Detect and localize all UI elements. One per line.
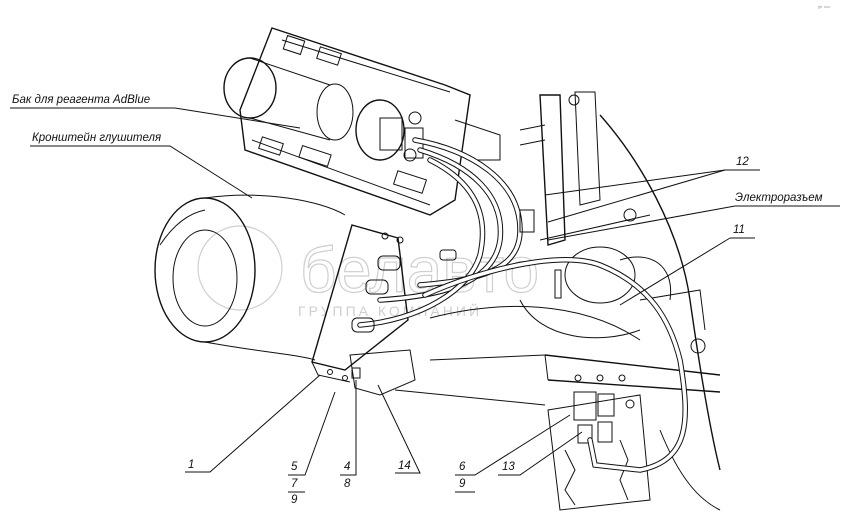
callout-item-9b: 9 (459, 478, 466, 490)
callout-item-9: 9 (291, 494, 298, 506)
callout-connector: Электроразъем (735, 192, 823, 204)
callout-item-12: 12 (736, 156, 749, 168)
muffler (154, 194, 346, 361)
callout-item-13: 13 (502, 461, 515, 473)
callout-item-8: 8 (344, 478, 351, 490)
muffler-bracket (311, 224, 416, 396)
hoses (351, 137, 688, 473)
callout-item-7: 7 (291, 478, 298, 490)
adblue-tank (223, 27, 501, 216)
callout-item-6: 6 (459, 461, 466, 473)
callout-adblue-tank: Бак для реагента AdBlue (12, 94, 150, 106)
dosing-module (547, 391, 651, 511)
callout-item-14: 14 (398, 460, 411, 472)
corner-mark: gfr ooo (818, 4, 831, 9)
leader-lines (10, 107, 840, 493)
callout-item-1: 1 (188, 459, 194, 471)
callout-item-4: 4 (344, 461, 350, 473)
callout-item-5: 5 (291, 461, 298, 473)
callouts: Бак для реагента AdBlue Кронштейн глушит… (12, 4, 831, 506)
callout-item-11: 11 (733, 224, 745, 236)
callout-muffler-bracket: Кронштейн глушителя (32, 132, 161, 144)
